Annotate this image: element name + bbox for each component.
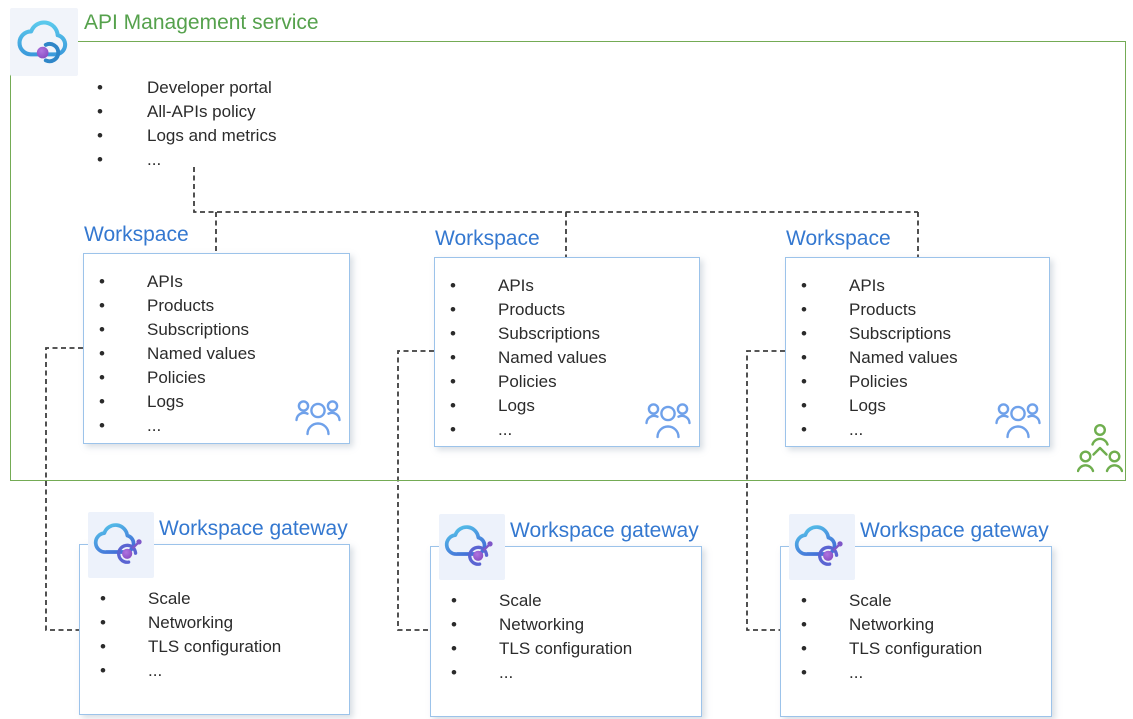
list-item: Logs (450, 394, 607, 418)
list-item: Networking (100, 611, 281, 635)
people-group-icon (295, 400, 341, 436)
service-feature-list: Developer portal All-APIs policy Logs an… (97, 76, 276, 172)
workspace-title: Workspace (84, 223, 189, 246)
list-item: Named values (450, 346, 607, 370)
list-item: Networking (801, 613, 982, 637)
workspace-feature-list: APIs Products Subscriptions Named values… (801, 274, 958, 442)
list-item: ... (97, 148, 276, 172)
gateway-title: Workspace gateway (510, 519, 699, 542)
list-item: Logs (99, 390, 256, 414)
list-item: Subscriptions (99, 318, 256, 342)
list-item: Products (450, 298, 607, 322)
list-item: Scale (100, 587, 281, 611)
people-group-icon (645, 403, 691, 439)
list-item: Named values (99, 342, 256, 366)
workspace-gateway-box-3: Workspace gateway Scale Networking TLS c… (780, 514, 1052, 717)
workspace-feature-list: APIs Products Subscriptions Named values… (450, 274, 607, 442)
list-item: All-APIs policy (97, 100, 276, 124)
gateway-feature-list: Scale Networking TLS configuration ... (100, 587, 281, 683)
list-item: TLS configuration (451, 637, 632, 661)
list-item: Policies (99, 366, 256, 390)
list-item: ... (451, 661, 632, 685)
list-item: ... (801, 418, 958, 442)
workspace-gateway-box-2: Workspace gateway Scale Networking TLS c… (430, 514, 702, 717)
list-item: Policies (801, 370, 958, 394)
list-item: Developer portal (97, 76, 276, 100)
gateway-feature-list: Scale Networking TLS configuration ... (451, 589, 632, 685)
workspace-box-1: Workspace APIs Products Subscriptions Na… (83, 223, 350, 444)
people-group-icon (995, 403, 1041, 439)
workspace-gateway-icon (439, 514, 505, 580)
list-item: ... (100, 659, 281, 683)
list-item: ... (99, 414, 256, 438)
list-item: Networking (451, 613, 632, 637)
list-item: ... (801, 661, 982, 685)
workspace-box-3: Workspace APIs Products Subscriptions Na… (785, 227, 1050, 447)
list-item: APIs (801, 274, 958, 298)
workspace-title: Workspace (786, 227, 891, 250)
list-item: Named values (801, 346, 958, 370)
gateway-title: Workspace gateway (860, 519, 1049, 542)
list-item: APIs (450, 274, 607, 298)
workspace-gateway-icon (789, 514, 855, 580)
workspace-feature-list: APIs Products Subscriptions Named values… (99, 270, 256, 438)
list-item: Subscriptions (801, 322, 958, 346)
gateway-feature-list: Scale Networking TLS configuration ... (801, 589, 982, 685)
api-management-icon (10, 8, 78, 76)
list-item: Products (801, 298, 958, 322)
list-item: Subscriptions (450, 322, 607, 346)
list-item: TLS configuration (801, 637, 982, 661)
list-item: Logs (801, 394, 958, 418)
list-item: Scale (451, 589, 632, 613)
list-item: APIs (99, 270, 256, 294)
workspace-gateway-icon (88, 512, 154, 578)
workspace-box-2: Workspace APIs Products Subscriptions Na… (434, 227, 700, 447)
list-item: Products (99, 294, 256, 318)
list-item: Logs and metrics (97, 124, 276, 148)
list-item: TLS configuration (100, 635, 281, 659)
service-title: API Management service (84, 11, 319, 34)
workspace-gateway-box-1: Workspace gateway Scale Networking TLS c… (79, 512, 350, 715)
api-management-service-box (10, 41, 1126, 481)
gateway-title: Workspace gateway (159, 517, 348, 540)
list-item: Scale (801, 589, 982, 613)
workspace-title: Workspace (435, 227, 540, 250)
list-item: Policies (450, 370, 607, 394)
org-hierarchy-people-icon (1077, 423, 1123, 473)
list-item: ... (450, 418, 607, 442)
